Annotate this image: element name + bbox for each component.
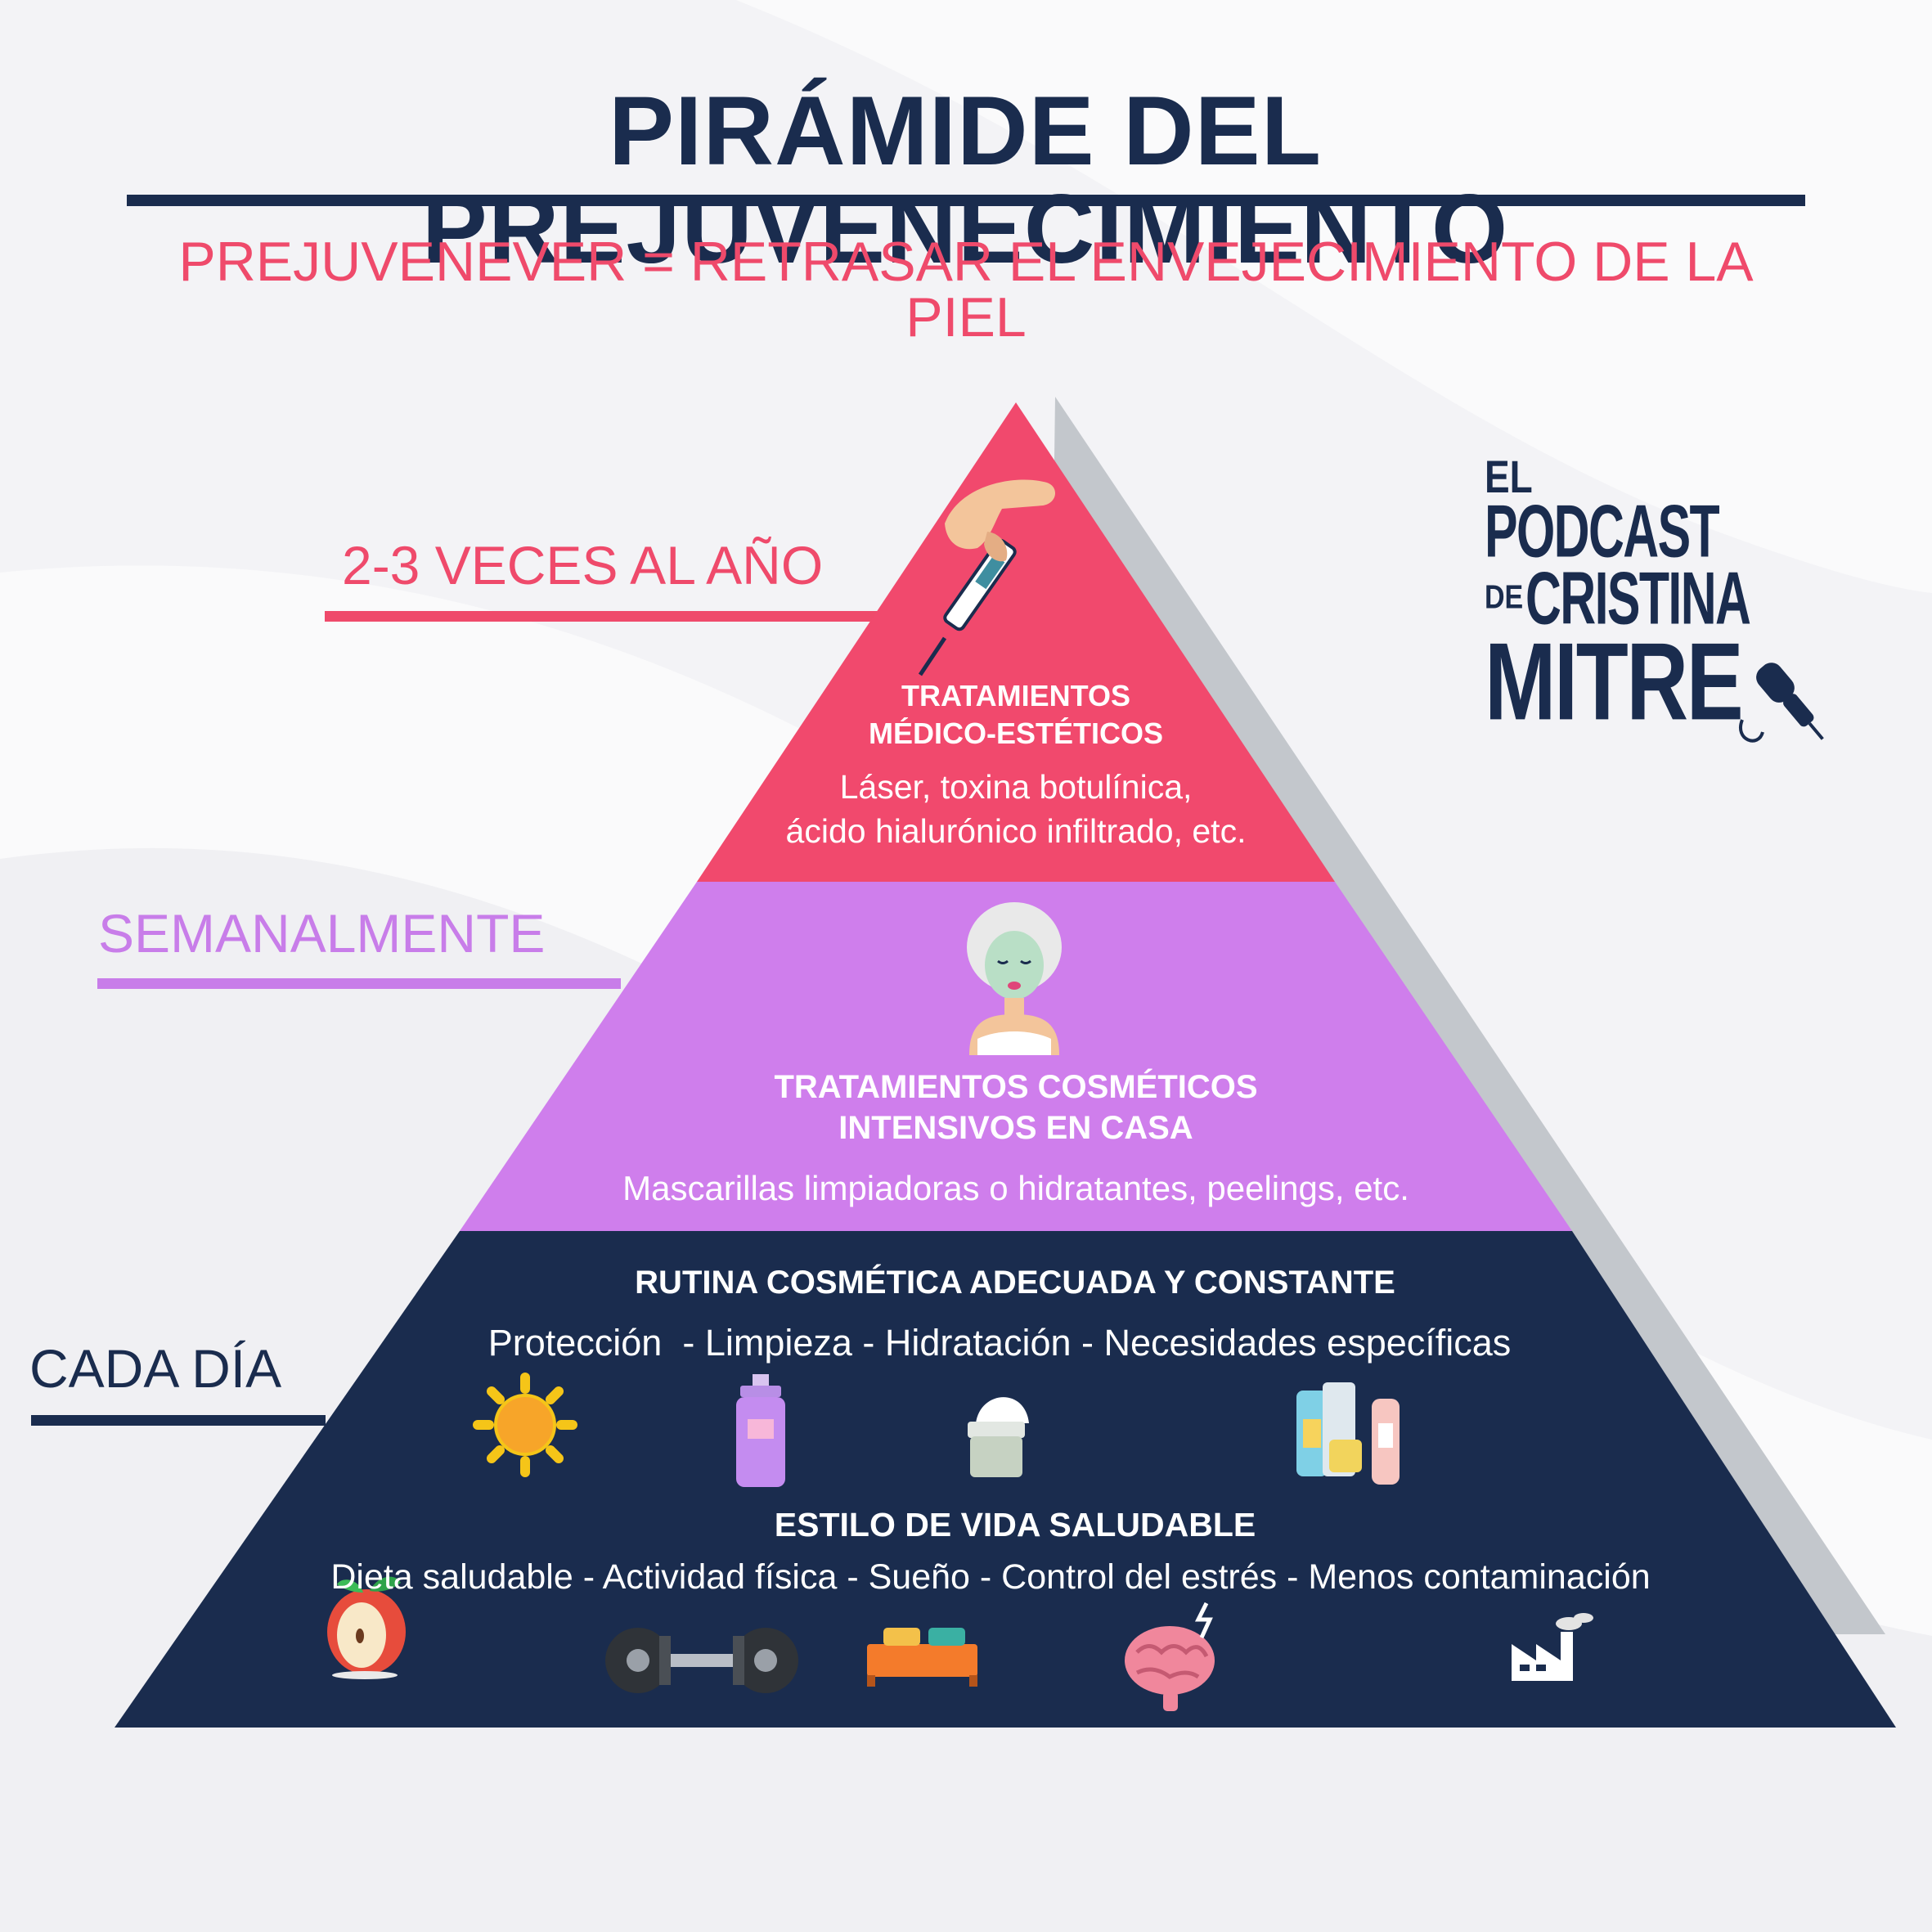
tier-bottom-routine-items: Protección - Limpieza - Hidratación - Ne… [487, 1322, 1512, 1364]
tier-top-body-line2: ácido hialurónico infiltrado, etc. [785, 812, 1247, 850]
tier-top-heading-line2: MÉDICO-ESTÉTICOS [868, 717, 1164, 750]
tier-top-body-line1: Láser, toxina botulínica, [839, 768, 1193, 806]
skincare-products-icon [1296, 1382, 1400, 1485]
frequency-line-bottom [31, 1415, 326, 1426]
tier-bottom-lifestyle-items: Dieta saludable - Actividad física - Sue… [330, 1557, 1651, 1597]
cleanser-bottle-icon [736, 1374, 785, 1487]
page-subtitle: PREJUVENEVER = RETRASAR EL ENVEJECIMIENT… [178, 231, 1754, 348]
frequency-line-top [325, 611, 881, 622]
tier-middle-heading-line2: INTENSIVOS EN CASA [838, 1110, 1193, 1146]
logo-line-el: EL [1485, 451, 1533, 502]
tier-middle-body: Mascarillas limpiadoras o hidratantes, p… [622, 1169, 1409, 1207]
tier-top-heading: TRATAMIENTOS MÉDICO-ESTÉTICOS [771, 677, 1261, 753]
dumbbell-icon [605, 1628, 798, 1693]
cream-jar-icon [968, 1397, 1029, 1477]
syringe-hand-icon [918, 479, 1056, 676]
logo-line-mitre: MITRE [1485, 620, 1744, 744]
tier-top-body: Láser, toxina botulínica, ácido hialurón… [720, 765, 1312, 853]
logo-line-de: DE [1485, 578, 1524, 617]
frequency-label-middle: SEMANALMENTE [98, 903, 546, 964]
frequency-label-top: 2-3 VECES AL AÑO [342, 535, 824, 595]
tier-middle-heading: TRATAMIENTOS COSMÉTICOS INTENSIVOS EN CA… [605, 1067, 1427, 1148]
pyramid-tier-top [697, 402, 1335, 882]
factory-icon [1512, 1613, 1593, 1681]
tier-top-heading-line1: TRATAMIENTOS [901, 679, 1130, 712]
bed-icon [867, 1628, 977, 1687]
apple-icon [327, 1576, 406, 1679]
brain-stress-icon [1125, 1602, 1215, 1711]
frequency-line-middle [97, 978, 621, 989]
microphone-icon [1739, 663, 1824, 743]
tier-bottom-routine-heading: RUTINA COSMÉTICA ADECUADA Y CONSTANTE [635, 1265, 1395, 1301]
pyramid-tier-bottom [115, 1231, 1896, 1728]
pyramid-tier-middle [460, 882, 1572, 1231]
face-mask-woman-icon [967, 902, 1062, 1055]
tier-bottom-lifestyle-heading: ESTILO DE VIDA SALUDABLE [774, 1506, 1256, 1543]
logo-line-cristina: CRISTINA [1525, 557, 1751, 640]
logo-line-podcast: PODCAST [1485, 490, 1720, 573]
podcast-logo: EL PODCAST DE CRISTINA MITRE [1485, 454, 1869, 765]
frequency-label-bottom: CADA DÍA [29, 1338, 282, 1399]
title-underline [127, 195, 1805, 206]
sun-icon [473, 1373, 577, 1477]
tier-middle-heading-line1: TRATAMIENTOS COSMÉTICOS [774, 1069, 1258, 1105]
